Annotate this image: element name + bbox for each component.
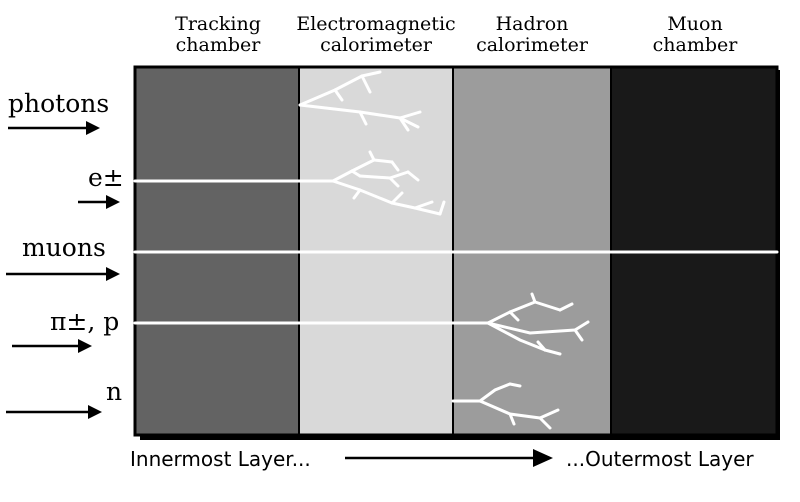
innermost-layer-label: Innermost Layer... — [130, 447, 311, 471]
arrow-icon — [78, 195, 120, 209]
particle-label-pions-protons: π±, p — [50, 307, 120, 336]
layer-title-line: calorimeter — [320, 34, 432, 56]
particle-label-photons: photons — [8, 89, 110, 118]
layer-title-line: chamber — [652, 34, 738, 56]
layer-title-em-calorimeter: Electromagnetic calorimeter — [282, 14, 470, 56]
arrow-icon — [6, 267, 120, 281]
layer-title-line: calorimeter — [476, 34, 588, 56]
layer-title-muon: Muon chamber — [612, 14, 778, 56]
layer-order-arrow-icon — [345, 449, 553, 467]
particle-label-neutrons: n — [106, 377, 123, 406]
neutron-shower — [451, 382, 560, 430]
arrow-icon — [8, 121, 100, 135]
layer-title-hadron-calorimeter: Hadron calorimeter — [452, 14, 612, 56]
hadron-track — [133, 292, 590, 356]
layer-title-line: chamber — [175, 34, 261, 56]
particle-label-muons: muons — [22, 233, 106, 262]
outermost-layer-label: ...Outermost Layer — [566, 447, 754, 471]
incoming-arrows — [6, 121, 553, 467]
layer-title-line: Hadron — [495, 13, 569, 35]
photon-shower — [298, 70, 422, 132]
electron-track — [133, 150, 446, 216]
particle-tracks — [133, 70, 779, 430]
layer-title-line: Muon — [667, 13, 723, 35]
layer-title-tracking: Tracking chamber — [138, 14, 298, 56]
arrow-icon — [12, 339, 92, 353]
layer-title-line: Tracking — [175, 13, 261, 35]
layer-title-line: Electromagnetic — [296, 13, 456, 35]
particle-label-electrons: e± — [88, 163, 124, 192]
arrow-icon — [6, 405, 102, 419]
